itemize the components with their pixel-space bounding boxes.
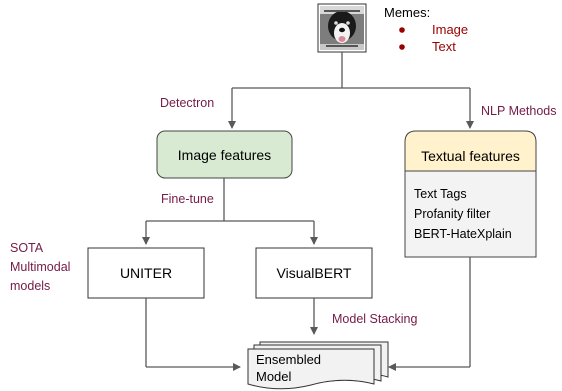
textual-item-bert-hatexplain: BERT-HateXplain [414, 227, 512, 241]
meme-split-connector [228, 52, 474, 129]
stacking-connectors [145, 257, 471, 371]
meme-bullet-text: Text [432, 39, 456, 54]
textual-features-label: Textual features [421, 148, 520, 164]
image-features-label: Image features [178, 147, 271, 163]
meme-thumbnail [317, 3, 367, 53]
sota-label-line-2: Multimodal [10, 260, 70, 274]
edge-label-nlp-methods: NLP Methods [481, 104, 557, 118]
textual-item-text-tags: Text Tags [414, 187, 467, 201]
textual-item-profanity-filter: Profanity filter [414, 207, 490, 221]
edge-label-model-stacking: Model Stacking [332, 312, 418, 326]
uniter-label: UNITER [120, 265, 172, 281]
ensembled-label-line-2: Model [256, 369, 292, 384]
meme-bullet-image: Image [432, 22, 468, 37]
bullet-dot-icon [399, 44, 405, 50]
textual-features-body [404, 170, 537, 258]
visualbert-label: VisualBERT [277, 265, 352, 281]
edge-label-detectron: Detectron [160, 96, 214, 110]
ensembled-model-node: Ensembled Model [247, 341, 389, 390]
edge-label-fine-tune: Fine-tune [161, 192, 214, 206]
sota-label-line-3: models [10, 279, 50, 293]
finetune-connector [142, 178, 318, 245]
sota-label-line-1: SOTA [10, 241, 44, 255]
textual-features-header [404, 130, 537, 172]
memes-title: Memes: [384, 5, 430, 20]
bullet-dot-icon [399, 27, 405, 33]
ensembled-label-line-1: Ensembled [256, 352, 321, 367]
